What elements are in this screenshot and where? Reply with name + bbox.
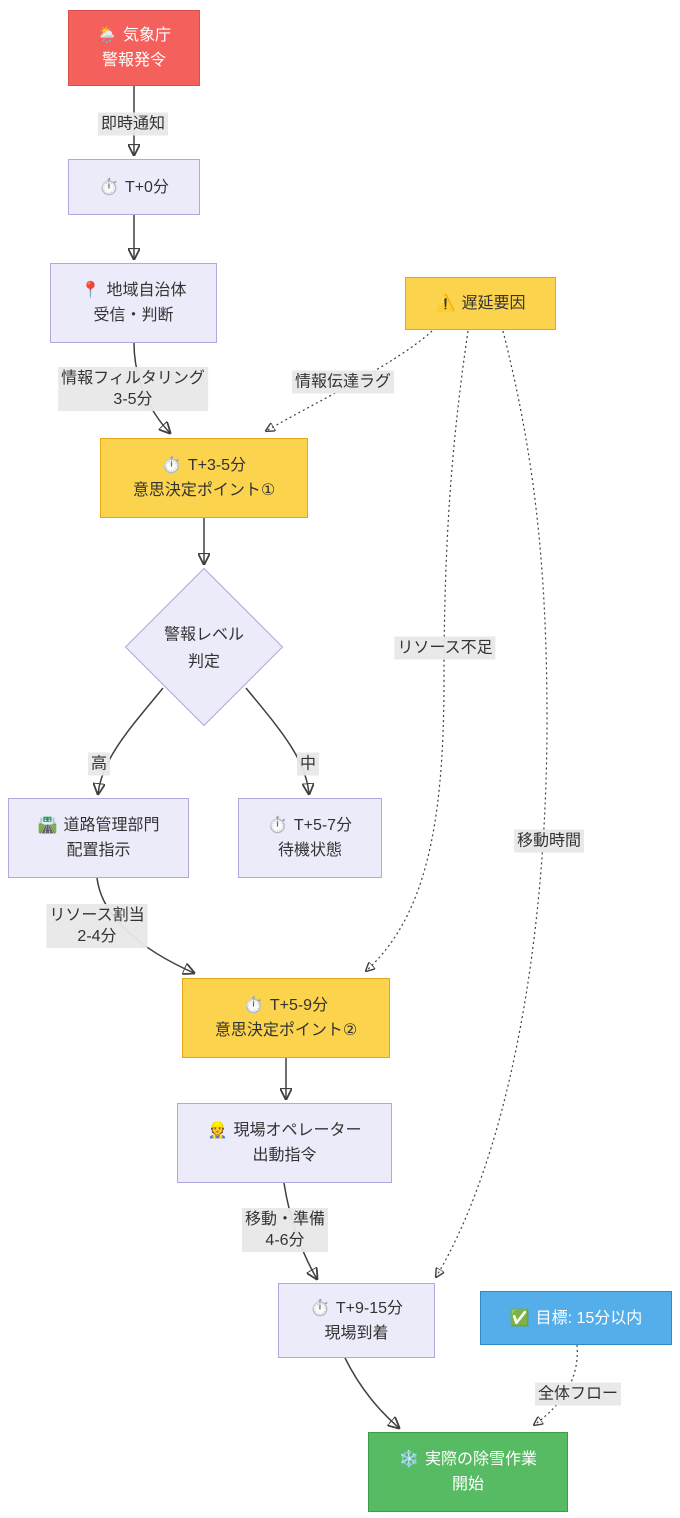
node-delay-line1: 遅延要因 <box>461 295 526 312</box>
edge-label-immediate-notice: 即時通知 <box>97 112 169 136</box>
edge-delay-to-decision2 <box>366 330 469 971</box>
node-decision-point-1: ⏱️ T+3-5分 意思決定ポイント① <box>100 438 308 518</box>
node-decision2-line1: T+5-9分 <box>269 997 329 1014</box>
edge-label-resource-alloc-line2: 2-4分 <box>77 928 117 945</box>
node-snow-removal-start: ❄️ 実際の除雪作業 開始 <box>368 1432 568 1512</box>
node-t0: ⏱️ T+0分 <box>68 159 200 215</box>
edge-label-high: 高 <box>87 752 111 776</box>
check-mark-button-icon: ✅ <box>509 1309 530 1327</box>
node-field-operator: 👷 現場オペレーター 出動指令 <box>177 1103 392 1183</box>
edge-label-mid: 中 <box>296 752 320 776</box>
node-road-dept-line2: 配置指示 <box>66 842 131 859</box>
node-arrival-line1: T+9-15分 <box>335 1299 404 1317</box>
node-standby-line1: T+5-7分 <box>293 817 353 834</box>
node-road-dept: 🛣️ 道路管理部門 配置指示 <box>8 798 189 878</box>
node-standby-line2: 待機状態 <box>277 842 342 859</box>
motorway-icon: 🛣️ <box>37 817 58 834</box>
construction-worker-icon: 👷 <box>207 1122 228 1139</box>
edge-delay-to-arrival <box>436 330 548 1277</box>
sun-behind-rain-cloud-icon: 🌦️ <box>97 27 117 44</box>
edge-label-info-filtering-line2: 3-5分 <box>113 391 153 408</box>
stopwatch-icon: ⏱️ <box>243 997 264 1014</box>
node-municipality-line2: 受信・判断 <box>93 307 174 324</box>
node-site-arrival: ⏱️ T+9-15分 現場到着 <box>278 1283 435 1358</box>
alert-level-decision-text: 警報レベル 判定 <box>125 615 283 681</box>
edge-label-overall-flow: 全体フロー <box>534 1382 622 1406</box>
node-weather-line1: 気象庁 <box>122 27 171 44</box>
node-t0-line1: T+0分 <box>124 178 169 196</box>
snowflake-icon: ❄️ <box>399 1451 419 1468</box>
node-weather-line2: 警報発令 <box>101 52 166 69</box>
node-decision1-line1: T+3-5分 <box>187 457 247 474</box>
edge-label-move-prep-line2: 4-6分 <box>265 1232 305 1249</box>
node-road-dept-line1: 道路管理部門 <box>63 817 160 834</box>
node-snow-work-line2: 開始 <box>451 1476 484 1493</box>
stopwatch-icon: ⏱️ <box>161 457 182 474</box>
node-standby: ⏱️ T+5-7分 待機状態 <box>238 798 382 878</box>
node-weather-agency: 🌦️ 気象庁 警報発令 <box>68 10 200 86</box>
node-goal: ✅ 目標: 15分以内 <box>480 1291 672 1345</box>
edge-label-move-prep-line1: 移動・準備 <box>244 1211 326 1228</box>
node-decision2-line2: 意思決定ポイント② <box>214 1022 358 1039</box>
edge-goal-to-snow-work <box>534 1344 578 1425</box>
edge-alert-level-to-standby <box>245 687 309 794</box>
edge-arrival-to-snow-work <box>344 1357 399 1428</box>
node-delay-factors: ⚠️ 遅延要因 <box>405 277 556 330</box>
round-pushpin-icon: 📍 <box>80 282 101 299</box>
node-operator-line2: 出動指令 <box>252 1147 317 1164</box>
node-decision1-line2: 意思決定ポイント① <box>132 482 276 499</box>
edge-label-move-prep: 移動・準備 4-6分 <box>241 1208 329 1252</box>
node-decision-point-2: ⏱️ T+5-9分 意思決定ポイント② <box>182 978 390 1058</box>
node-snow-work-line1: 実際の除雪作業 <box>424 1451 537 1468</box>
edge-label-resource-alloc: リソース割当 2-4分 <box>46 904 148 948</box>
edge-label-info-lag: 情報伝達ラグ <box>291 370 395 394</box>
stopwatch-icon: ⏱️ <box>267 817 288 834</box>
edge-alert-level-to-road-dept <box>98 687 164 794</box>
node-operator-line1: 現場オペレーター <box>233 1122 362 1139</box>
warning-icon: ⚠️ <box>435 295 456 312</box>
edge-label-info-filtering: 情報フィルタリング 3-5分 <box>58 367 208 411</box>
stopwatch-icon: ⏱️ <box>309 1299 330 1317</box>
edge-label-resource-short: リソース不足 <box>394 636 496 660</box>
node-goal-line1: 目標: 15分以内 <box>535 1309 643 1327</box>
edge-label-travel-time: 移動時間 <box>513 829 585 853</box>
edge-label-resource-alloc-line1: リソース割当 <box>49 907 145 924</box>
edge-label-info-filtering-line1: 情報フィルタリング <box>61 370 205 387</box>
node-municipality-line1: 地域自治体 <box>106 282 187 299</box>
alert-level-line2: 判定 <box>187 653 220 671</box>
node-arrival-line2: 現場到着 <box>324 1324 389 1342</box>
stopwatch-icon: ⏱️ <box>99 178 119 196</box>
alert-level-line1: 警報レベル <box>163 626 244 644</box>
node-municipality: 📍 地域自治体 受信・判断 <box>50 263 217 343</box>
